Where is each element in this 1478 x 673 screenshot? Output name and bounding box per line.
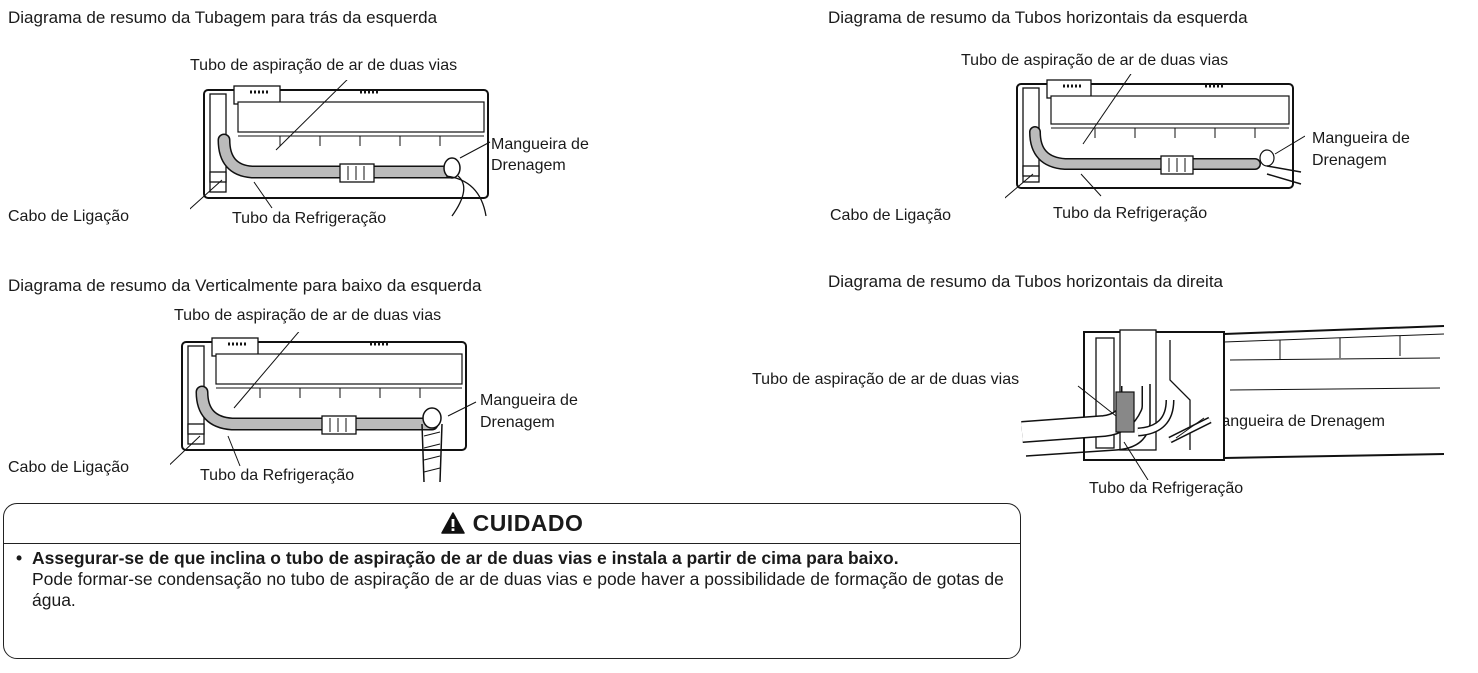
- diagram-4-label-drain: Mangueira de Drenagem: [1208, 413, 1385, 430]
- diagram-4-unit-illustration: [1021, 325, 1445, 480]
- diagram-3-title: Diagrama de resumo da Verticalmente para…: [8, 276, 482, 295]
- warning-triangle-icon: [440, 512, 465, 539]
- caution-text: Pode formar-se condensação no tubo de as…: [32, 569, 1004, 610]
- diagram-3-label-refrigerant-pipe: Tubo da Refrigeração: [200, 467, 355, 484]
- caution-header: CUIDADO: [4, 504, 1020, 544]
- diagram-1-label-air-tube: Tubo de aspiração de ar de duas vias: [190, 57, 458, 74]
- diagram-1-unit-illustration: [190, 80, 491, 217]
- diagram-2-label-drain-2: Drenagem: [1312, 152, 1387, 169]
- diagram-4-label-refrigerant-pipe: Tubo da Refrigeração: [1089, 480, 1244, 497]
- diagram-2-label-air-tube: Tubo de aspiração de ar de duas vias: [961, 52, 1229, 69]
- diagram-3-unit-illustration: [170, 332, 477, 482]
- diagram-2-label-refrigerant-pipe: Tubo da Refrigeração: [1053, 205, 1208, 222]
- diagram-4-title: Diagrama de resumo da Tubos horizontais …: [828, 272, 1223, 291]
- diagram-1-label-drain-2: Drenagem: [491, 157, 566, 174]
- diagram-1-label-drain-1: Mangueira de: [491, 136, 589, 153]
- caution-title: CUIDADO: [472, 510, 584, 536]
- diagram-2-unit-illustration: [1005, 74, 1305, 199]
- diagram-3-label-drain-1: Mangueira de: [480, 392, 578, 409]
- diagram-3-label-cable: Cabo de Ligação: [8, 459, 129, 476]
- diagram-4-label-air-tube: Tubo de aspiração de ar de duas vias: [752, 371, 1020, 388]
- caution-bullet: •: [16, 548, 23, 568]
- diagram-1-label-refrigerant-pipe: Tubo da Refrigeração: [232, 210, 387, 227]
- diagram-1-title: Diagrama de resumo da Tubagem para trás …: [8, 8, 438, 27]
- diagram-3-label-drain-2: Drenagem: [480, 414, 555, 431]
- diagram-1-label-cable: Cabo de Ligação: [8, 208, 129, 225]
- diagram-2-label-drain-1: Mangueira de: [1312, 130, 1410, 147]
- caution-body: • Assegurar-se de que inclina o tubo de …: [16, 548, 1006, 611]
- caution-box: CUIDADO • Assegurar-se de que inclina o …: [3, 503, 1021, 659]
- diagram-3-label-air-tube: Tubo de aspiração de ar de duas vias: [174, 307, 442, 324]
- diagram-2-label-cable: Cabo de Ligação: [830, 207, 951, 224]
- caution-bold-text: Assegurar-se de que inclina o tubo de as…: [32, 548, 899, 568]
- diagram-2-title: Diagrama de resumo da Tubos horizontais …: [828, 8, 1248, 27]
